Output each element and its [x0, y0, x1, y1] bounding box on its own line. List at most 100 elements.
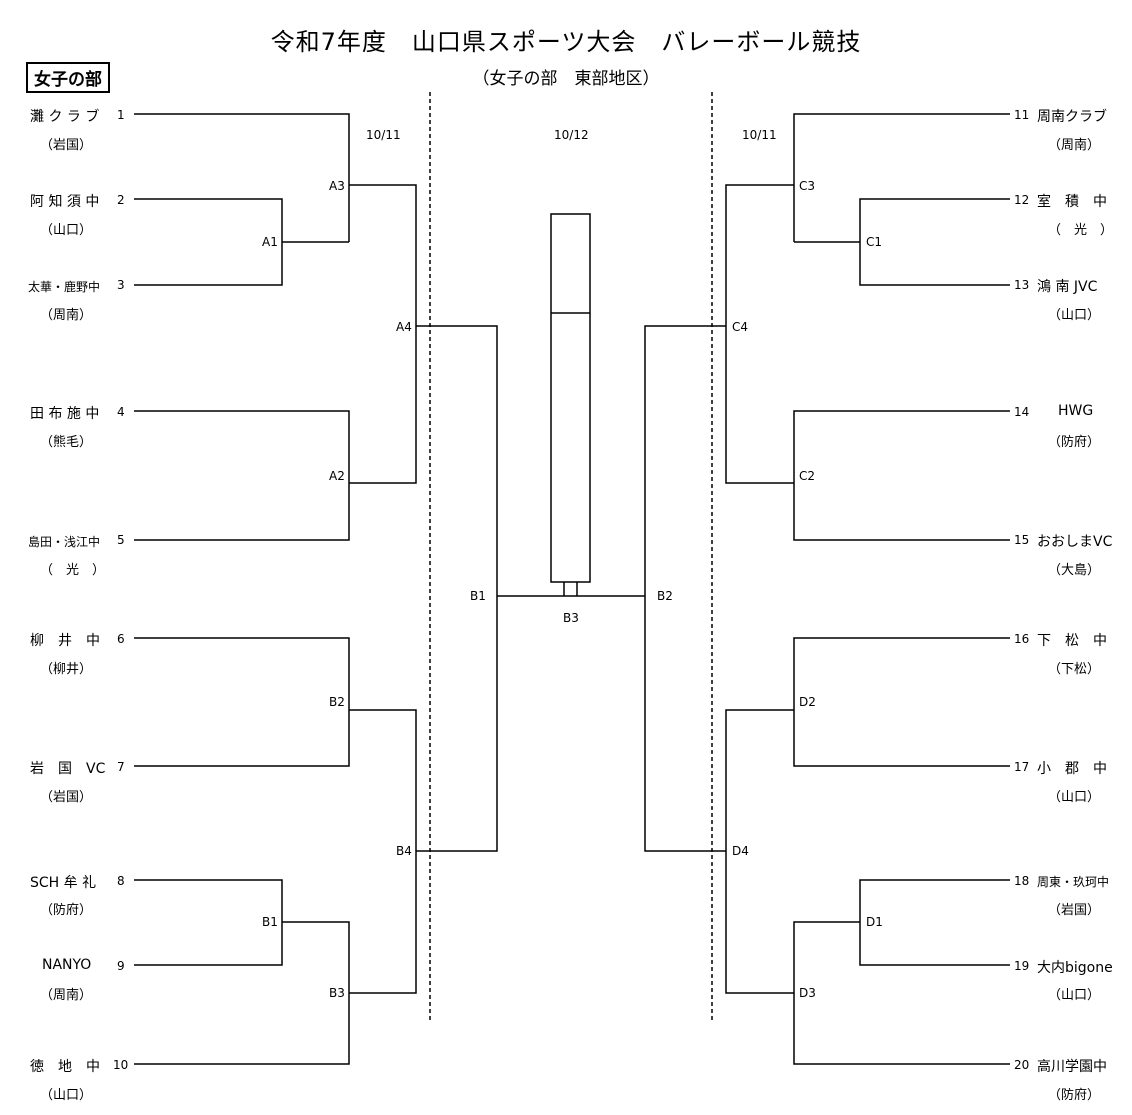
line-d2-d3-d4 [725, 709, 794, 994]
team-region: （防府） [1048, 1088, 1101, 1103]
team-number: 7 [117, 760, 125, 774]
team-name-right: 周東・玖珂中 [1037, 875, 1110, 889]
team-number: 14 [1014, 405, 1030, 419]
team-name-right: おおしまVC [1037, 534, 1113, 550]
team-number: 4 [117, 405, 125, 419]
team-name-left: 徳 地 中 [30, 1059, 100, 1075]
team-number: 2 [117, 193, 125, 207]
page-title: 令和7年度 山口県スポーツ大会 バレーボール競技 [270, 28, 862, 56]
team-region: （山口） [1048, 988, 1101, 1003]
team-name-right: 周南クラブ [1037, 109, 1107, 125]
team-name-right: 小 郡 中 [1037, 761, 1107, 777]
team-number: 8 [117, 874, 125, 888]
team-name-left: 灘 ク ラ ブ [30, 109, 100, 125]
team-name-left: 柳 井 中 [30, 633, 100, 649]
team-number: 10 [113, 1058, 129, 1072]
team-region: （山口） [40, 1088, 93, 1103]
team-region: （周南） [40, 988, 93, 1003]
team-number: 13 [1014, 278, 1030, 292]
team-number: 18 [1014, 874, 1030, 888]
match-label-d4: D4 [732, 844, 749, 858]
team-name-left: 島田・浅江中 [28, 535, 101, 549]
line-a4-b1 [416, 325, 498, 852]
date-center: 10/12 [554, 128, 589, 142]
team-name-right: 鴻 南 JVC [1037, 279, 1098, 295]
team-region: （防府） [1048, 435, 1101, 450]
match-label-c4: C4 [732, 320, 749, 334]
team-number: 12 [1014, 193, 1030, 207]
match-label-d1: D1 [866, 915, 883, 929]
match-label-a2: A2 [329, 469, 345, 483]
line-d1-team20-d3 [793, 921, 1010, 1065]
line-c3-c2-c4 [725, 184, 794, 484]
line-team2-a1 [134, 198, 283, 286]
team-region: （岩国） [1048, 903, 1101, 918]
match-label-b1-center: B1 [470, 589, 486, 603]
team-name-right: 室 積 中 [1037, 194, 1107, 210]
line-team14-team15-c2 [793, 410, 1010, 541]
line-team6-team7-b2 [134, 637, 350, 767]
division-badge: 女子の部 [26, 62, 110, 93]
team-number: 20 [1014, 1058, 1030, 1072]
team-name-right: 高川学園中 [1037, 1059, 1107, 1075]
line-team11-c3 [793, 113, 1010, 242]
match-label-b2-left: B2 [329, 695, 345, 709]
team-name-left: SCH 牟 礼 [30, 875, 97, 891]
line-team16-team17-d2 [793, 637, 1010, 767]
team-region: （ 光 ） [40, 563, 106, 578]
match-label-d3: D3 [799, 986, 816, 1000]
team-name-left: 太華・鹿野中 [28, 280, 101, 294]
match-label-b1-left: B1 [262, 915, 278, 929]
champion-box [550, 213, 591, 583]
team-number: 19 [1014, 959, 1030, 973]
line-team1-a3 [134, 113, 350, 242]
match-label-b3-left: B3 [329, 986, 345, 1000]
team-number: 16 [1014, 632, 1030, 646]
team-region: （山口） [1048, 790, 1101, 805]
match-label-c2: C2 [799, 469, 816, 483]
team-number: 15 [1014, 533, 1030, 547]
team-name-left: 岩 国 VC [30, 761, 106, 777]
team-region: （ 光 ） [1048, 223, 1114, 238]
match-label-a1: A1 [262, 235, 278, 249]
team-region: （山口） [1048, 308, 1101, 323]
team-number: 9 [117, 959, 125, 973]
team-region: （岩国） [40, 790, 93, 805]
team-number: 1 [117, 108, 125, 122]
date-right: 10/11 [742, 128, 777, 142]
date-left: 10/11 [366, 128, 401, 142]
team-name-right: 大内bigone [1037, 960, 1113, 976]
team-number: 6 [117, 632, 125, 646]
line-b1-team10-b3 [134, 921, 350, 1065]
team-number: 17 [1014, 760, 1030, 774]
team-region: （大島） [1048, 563, 1101, 578]
match-label-a3: A3 [329, 179, 345, 193]
team-region: （周南） [40, 308, 93, 323]
team-name-right: 下 松 中 [1037, 633, 1107, 649]
team-name-left: 田 布 施 中 [30, 406, 100, 422]
match-label-c3: C3 [799, 179, 816, 193]
line-a3-a4 [349, 184, 417, 484]
page-subtitle: （女子の部 東部地区） [472, 69, 660, 89]
match-label-d2: D2 [799, 695, 816, 709]
team-number: 11 [1014, 108, 1030, 122]
match-label-b2-center: B2 [657, 589, 673, 603]
team-number: 5 [117, 533, 125, 547]
line-c4-b2 [644, 325, 726, 852]
match-label-b4: B4 [396, 844, 412, 858]
team-region: （防府） [40, 903, 93, 918]
team-region: （柳井） [40, 662, 93, 677]
team-name-left: NANYO [42, 957, 92, 973]
team-number: 3 [117, 278, 125, 292]
team-name-right: HWG [1058, 403, 1094, 419]
team-region: （周南） [1048, 138, 1101, 153]
team-region: （下松） [1048, 662, 1101, 677]
line-team4-team5-a2 [134, 410, 350, 541]
line-team18-team19-d1 [859, 879, 1010, 966]
line-b2-b3-b4 [349, 709, 417, 994]
team-region: （熊毛） [40, 435, 93, 450]
team-name-left: 阿 知 須 中 [30, 194, 100, 210]
line-team8-team9-b1 [134, 879, 283, 966]
match-label-c1: C1 [866, 235, 883, 249]
